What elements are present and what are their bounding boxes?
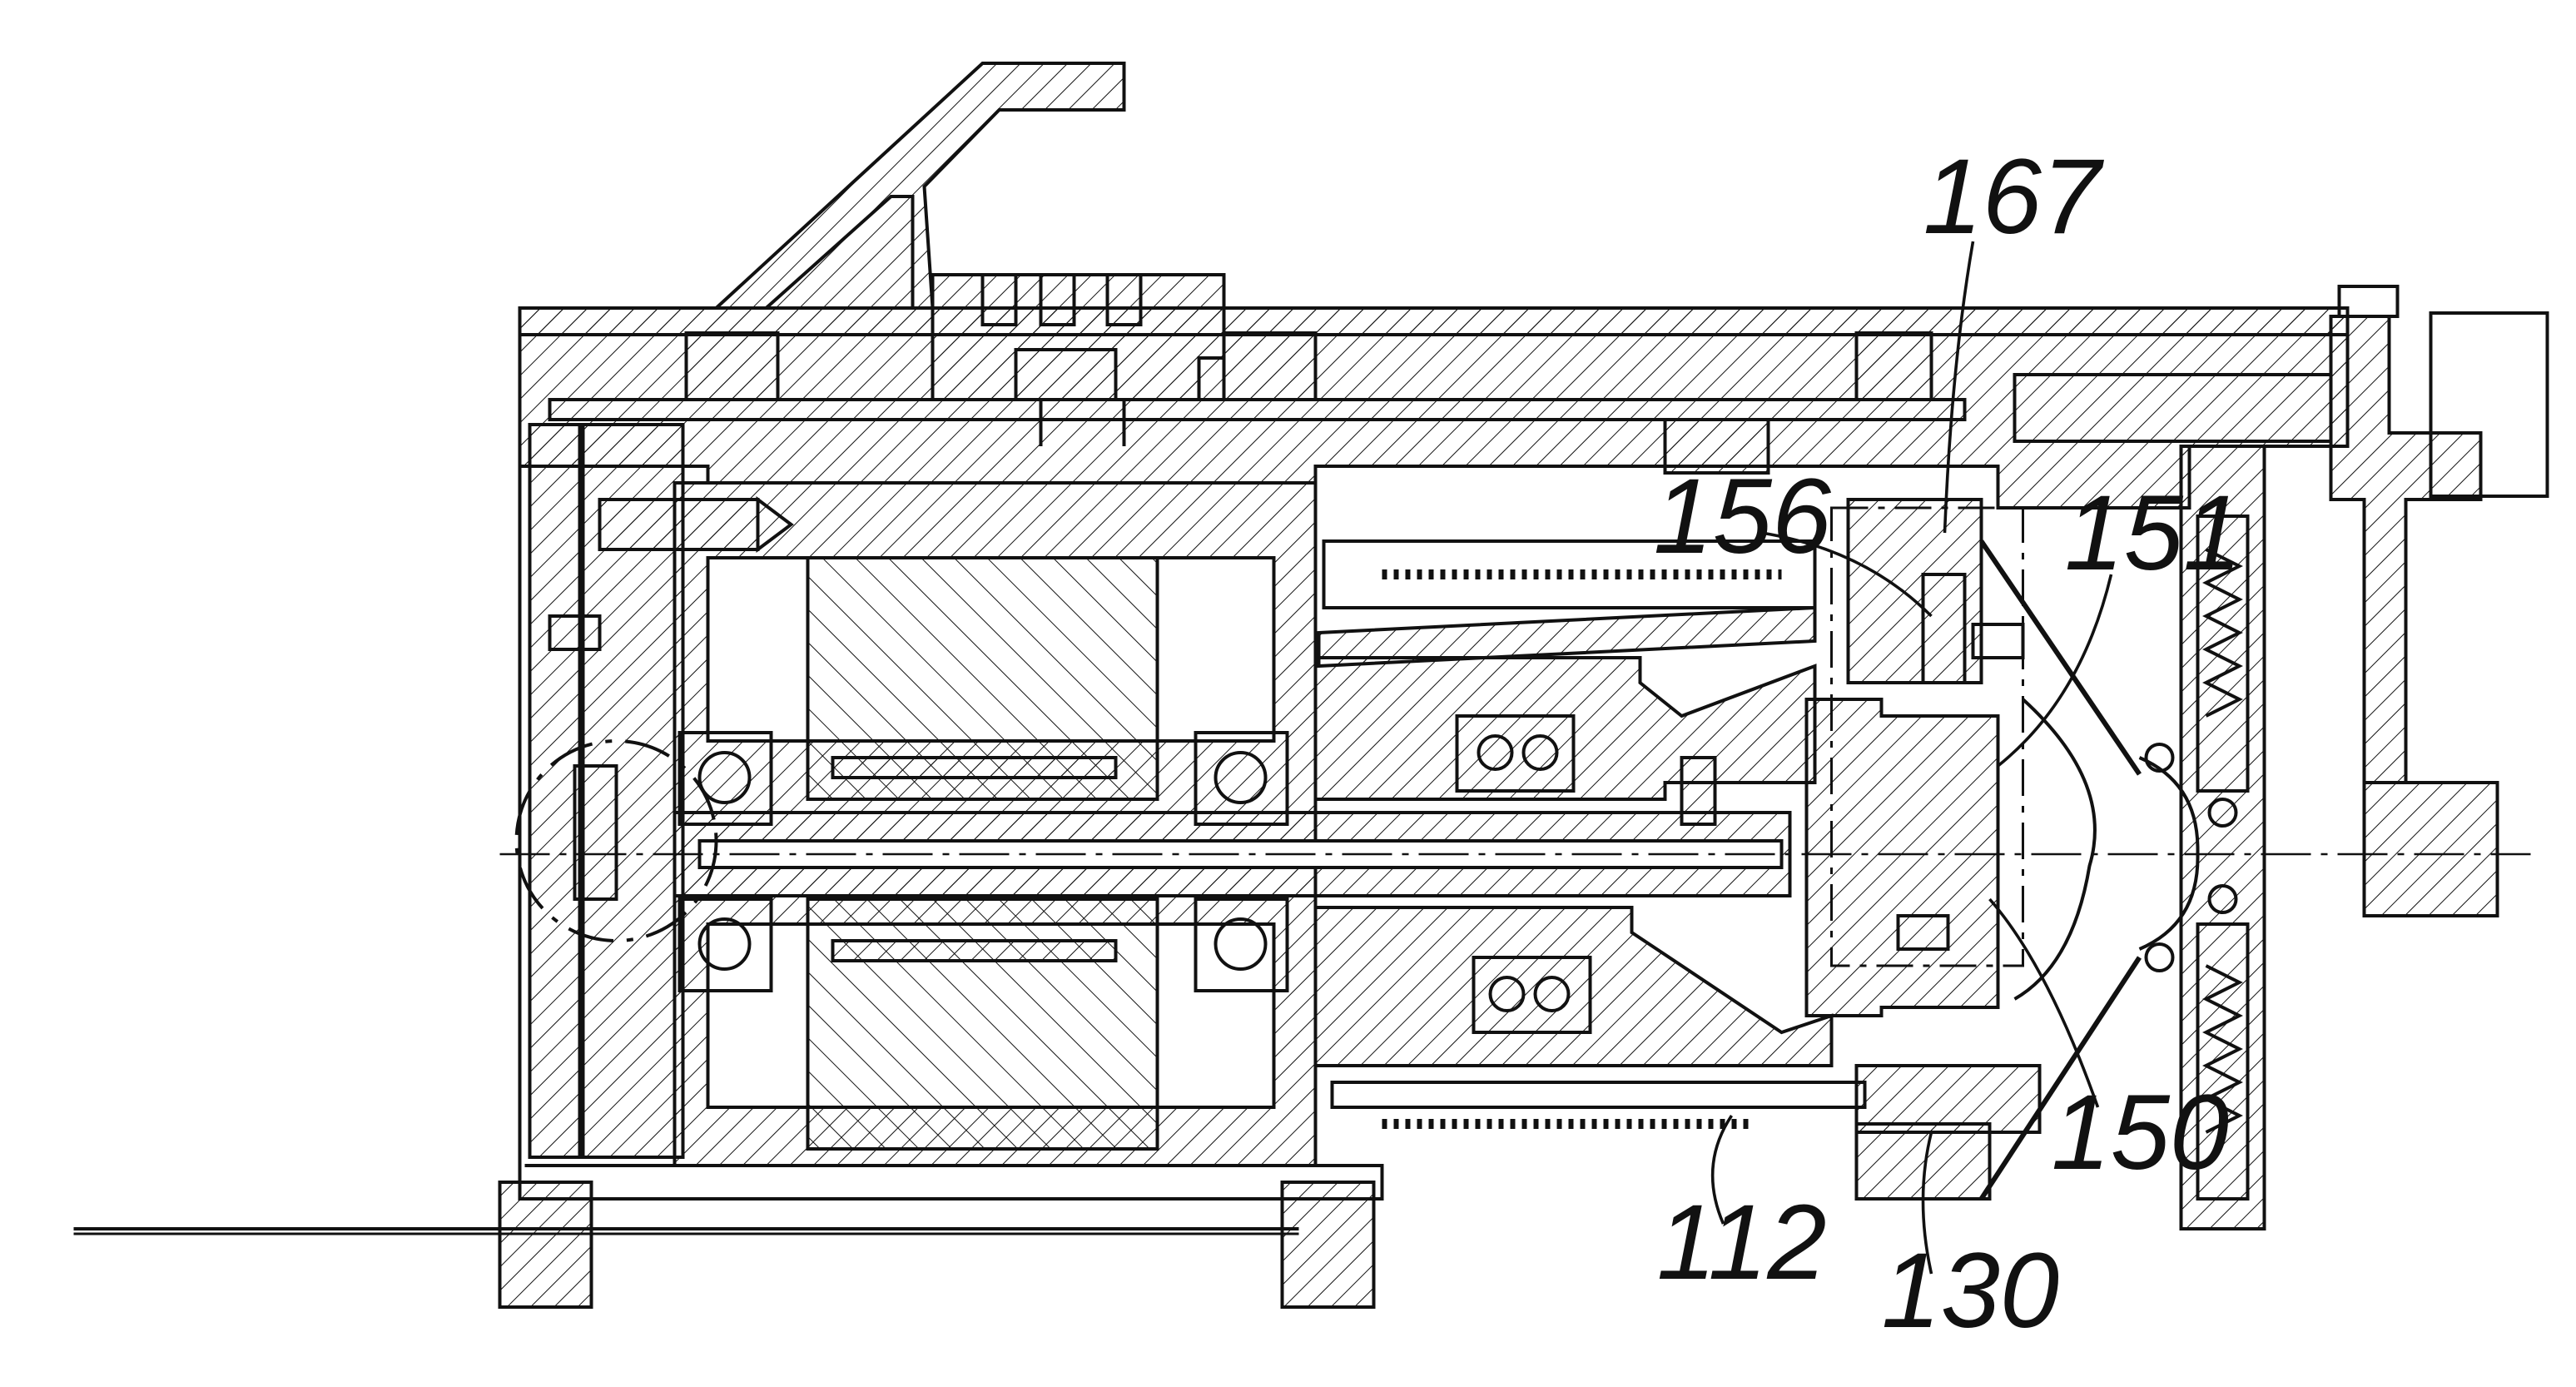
ref-numeral-112: 112 bbox=[1657, 1183, 1827, 1302]
ref-numeral-150: 150 bbox=[2052, 1073, 2230, 1192]
output-flange bbox=[1807, 500, 2040, 1199]
ref-numeral-130: 130 bbox=[1882, 1231, 2060, 1350]
top-bracket bbox=[717, 63, 1124, 308]
ref-numeral-156: 156 bbox=[1654, 457, 1832, 576]
cooling-fins-bottom bbox=[1333, 1082, 1865, 1124]
ref-numeral-167: 167 bbox=[1923, 137, 2105, 256]
leader-151 bbox=[1998, 574, 2112, 766]
ref-numeral-151: 151 bbox=[2065, 474, 2243, 593]
